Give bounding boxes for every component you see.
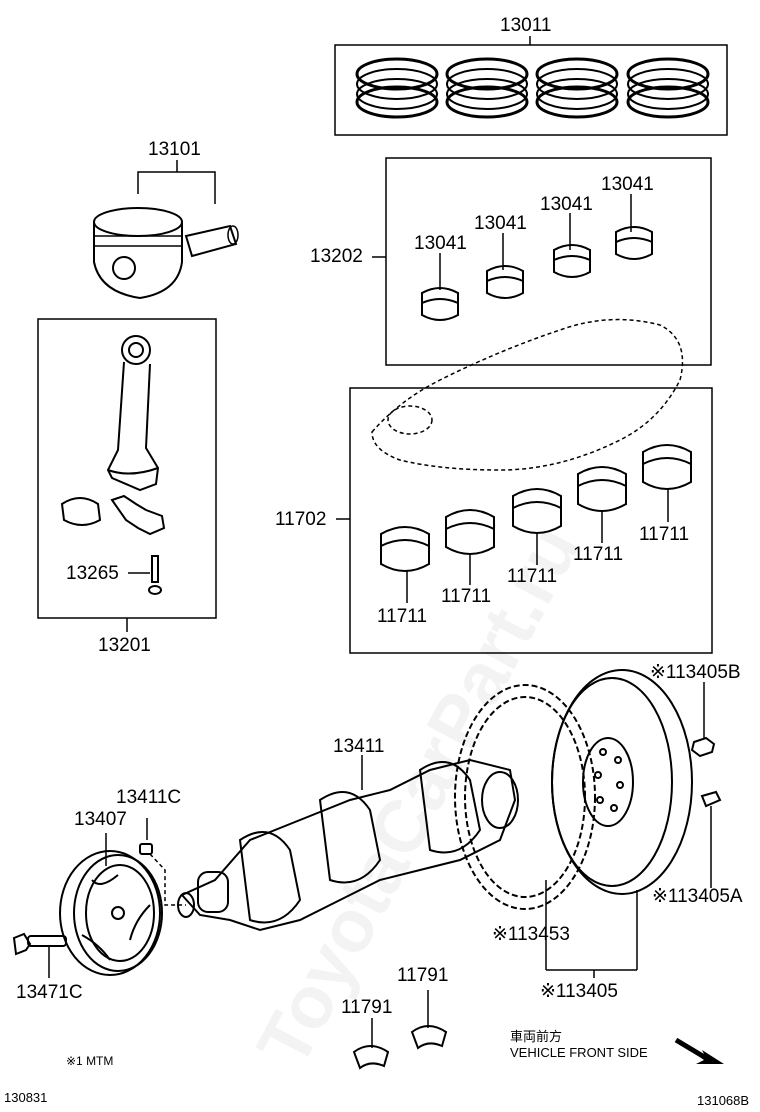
ring-gear-outline	[454, 684, 596, 910]
flywheel-bolt	[690, 682, 716, 758]
label-11791-b: 11791	[397, 965, 449, 986]
flywheel-drawing	[551, 669, 693, 895]
upper-bearing-box	[385, 157, 712, 366]
label-13041-d: 13041	[601, 174, 654, 195]
note-mtm: ※1 MTM	[66, 1054, 114, 1068]
label-13041-b: 13041	[474, 213, 527, 234]
lower-bearing-shells	[380, 444, 692, 572]
connecting-rod-drawing	[60, 335, 166, 595]
vehicle-front-jp: 車両前方	[510, 1029, 563, 1044]
label-13405b: ※113405B	[650, 662, 741, 683]
label-11711-a: 11711	[377, 606, 428, 627]
pulley-bolt-drawing	[12, 932, 67, 956]
label-11711-d: 11711	[573, 544, 624, 565]
label-13411: 13411	[333, 736, 385, 757]
label-13202: 13202	[310, 246, 363, 267]
crank-outline-dashed	[371, 318, 684, 471]
label-13041-c: 13041	[540, 194, 593, 215]
code-left: 130831	[4, 1090, 48, 1105]
lower-bearing-box	[349, 387, 713, 654]
label-13407: 13407	[74, 809, 127, 830]
label-11711-c: 11711	[507, 566, 558, 587]
upper-bearing-shells	[421, 226, 653, 321]
crankshaft-drawing	[177, 758, 519, 932]
label-13041-a: 13041	[414, 233, 467, 254]
thrust-washers	[352, 1025, 448, 1070]
label-13411c: 13411C	[116, 787, 182, 808]
label-13265: 13265	[66, 563, 119, 584]
label-13101: 13101	[148, 139, 201, 160]
connecting-rod-box	[37, 318, 217, 619]
piston-drawing	[93, 160, 239, 300]
code-right: 131068B	[697, 1093, 750, 1108]
label-11702: 11702	[275, 509, 327, 530]
label-11711-e: 11711	[639, 524, 690, 545]
piston-ring-set	[355, 57, 710, 119]
piston-rings-box	[334, 44, 728, 136]
label-13453: ※113453	[492, 924, 570, 945]
pulley-key	[139, 843, 153, 855]
label-11791-a: 11791	[341, 997, 393, 1018]
label-13405a: ※113405A	[652, 886, 743, 907]
label-13405: ※113405	[540, 981, 618, 1002]
vehicle-front-arrow-icon	[674, 1037, 724, 1064]
label-13201: 13201	[98, 635, 151, 656]
label-13011: 13011	[500, 15, 552, 36]
label-13471c: 13471C	[16, 982, 83, 1003]
crank-pulley-drawing	[59, 850, 163, 976]
flywheel-dowel-pin	[700, 790, 722, 888]
vehicle-front-en: VEHICLE FRONT SIDE	[510, 1045, 648, 1060]
label-11711-b: 11711	[441, 586, 492, 607]
